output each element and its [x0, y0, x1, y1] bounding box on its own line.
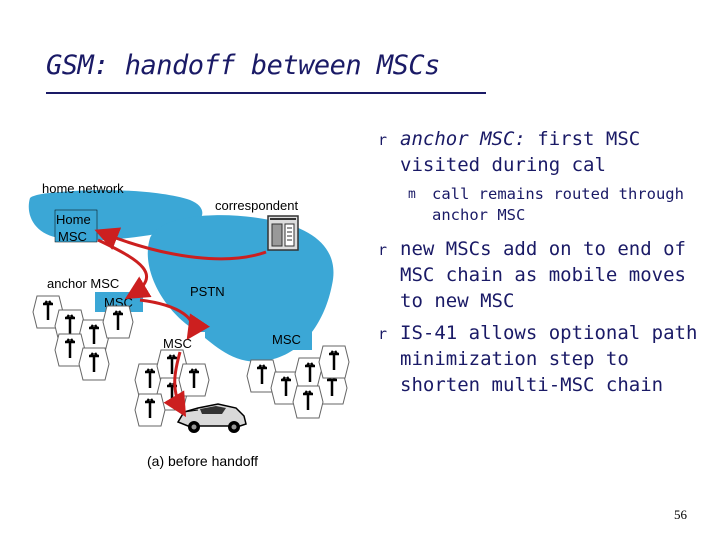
pstn-label: PSTN: [190, 284, 225, 299]
bullet-marker: r: [378, 131, 388, 149]
page-number: 56: [674, 507, 687, 522]
anchor-msc-term: anchor MSC:: [400, 128, 526, 150]
diagram-caption: (a) before handoff: [147, 453, 258, 469]
bullet-anchor-msc: r anchor MSC: first MSC visited during c…: [378, 126, 708, 178]
anchor-msc-definition: first MSC visited during cal: [400, 128, 641, 176]
bullet-new-mscs: r new MSCs add on to end of MSC chain as…: [378, 236, 708, 314]
bullet-marker: r: [378, 325, 388, 343]
bullet-list: r anchor MSC: first MSC visited during c…: [378, 126, 708, 404]
cell-cluster-left: [31, 294, 135, 382]
lower-right-msc-label: MSC: [272, 332, 301, 347]
new-mscs-text: new MSCs add on to end of MSC chain as m…: [400, 238, 686, 312]
home-msc-box: [54, 209, 98, 243]
bullet-is41: r IS-41 allows optional path minimizatio…: [378, 320, 708, 398]
is41-text: IS-41 allows optional path minimization …: [400, 322, 698, 396]
telephone-icon: [267, 215, 299, 251]
call-path-arrows: [94, 227, 267, 418]
sub-bullet-text: call remains routed through anchor MSC: [432, 185, 684, 224]
home-network-label: home network: [42, 181, 124, 196]
lower-left-msc-label: MSC: [163, 336, 192, 351]
home-msc-label-2: MSC: [58, 229, 87, 244]
bullet-marker: r: [378, 241, 388, 259]
anchor-msc-label: anchor MSC: [47, 276, 119, 291]
slide-title: GSM: handoff between MSCs: [46, 50, 440, 81]
car-icon: [176, 403, 247, 433]
sub-bullet-call-routed: m call remains routed through anchor MSC: [378, 184, 708, 226]
sub-bullet-marker: m: [408, 187, 416, 202]
home-msc-label-1: Home: [56, 212, 91, 227]
title-underline: [46, 92, 486, 94]
lower-right-msc-box: [262, 328, 312, 350]
correspondent-label: correspondent: [215, 198, 298, 213]
